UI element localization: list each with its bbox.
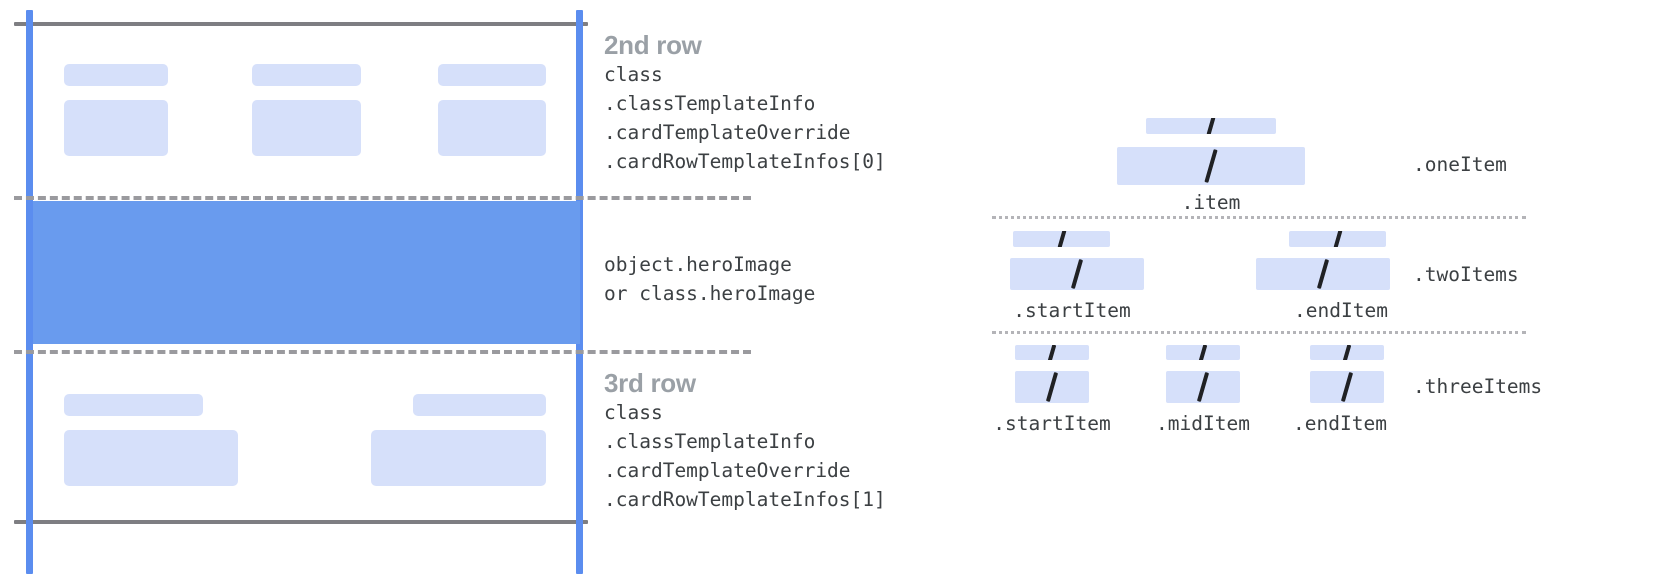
annotation-code-line: class xyxy=(604,401,663,424)
item-slot-label: .endItem xyxy=(1294,299,1388,322)
slash-glyph xyxy=(1196,372,1210,402)
item-slot-small xyxy=(1310,345,1384,360)
item-slot-label: .midItem xyxy=(1156,412,1250,435)
annotation-code-line: .cardTemplateOverride xyxy=(604,121,851,144)
variant-name-label: .twoItems xyxy=(1413,263,1519,286)
slash-glyph xyxy=(1204,149,1218,183)
annotation-second-row: 2nd row class .classTemplateInfo .cardTe… xyxy=(604,30,886,176)
slash-glyph xyxy=(1333,231,1342,247)
item-slot-small xyxy=(1146,118,1276,134)
item-slot-label: .item xyxy=(1181,191,1241,214)
card-mock xyxy=(0,0,751,584)
item-slot-large xyxy=(1256,258,1390,290)
content-chip-body xyxy=(438,100,546,156)
card-left-rail xyxy=(26,10,33,574)
annotation-code-line: .cardRowTemplateInfos[1] xyxy=(604,488,886,511)
item-slot-large xyxy=(1117,147,1305,185)
annotation-code-line: .cardTemplateOverride xyxy=(604,459,851,482)
slash-glyph xyxy=(1198,345,1208,360)
item-slot-label: .startItem xyxy=(1013,299,1131,322)
annotation-code-line: .classTemplateInfo xyxy=(604,92,816,115)
variant-divider xyxy=(992,331,1526,334)
item-slot-small xyxy=(1015,345,1089,360)
item-slot-label: .endItem xyxy=(1293,412,1387,435)
slash-glyph xyxy=(1047,345,1057,360)
item-slot-large xyxy=(1166,371,1240,403)
card-bottom-rule xyxy=(14,520,588,524)
annotation-code-line: or class.heroImage xyxy=(604,282,816,305)
item-slot-large xyxy=(1310,371,1384,403)
content-chip-label xyxy=(64,394,203,416)
annotation-code-line: .classTemplateInfo xyxy=(604,430,816,453)
content-chip-body xyxy=(371,430,546,486)
annotation-heading: 3rd row xyxy=(604,368,696,398)
content-chip-label xyxy=(438,64,546,86)
content-chip-label xyxy=(64,64,168,86)
annotation-code-line: class xyxy=(604,63,663,86)
row-divider-top xyxy=(14,196,751,200)
variant-divider xyxy=(992,216,1526,219)
slash-glyph xyxy=(1342,345,1352,360)
item-slot-label: .startItem xyxy=(993,412,1111,435)
annotation-code-line: .cardRowTemplateInfos[0] xyxy=(604,150,886,173)
content-chip-body xyxy=(64,430,238,486)
slash-glyph xyxy=(1316,259,1330,289)
variant-name-label: .threeItems xyxy=(1413,375,1543,398)
content-chip-label xyxy=(413,394,546,416)
content-chip-body xyxy=(64,100,168,156)
slash-glyph xyxy=(1340,372,1354,402)
slash-glyph xyxy=(1057,231,1066,247)
slash-glyph xyxy=(1045,372,1059,402)
annotation-third-row: 3rd row class .classTemplateInfo .cardTe… xyxy=(604,368,886,514)
hero-image-band xyxy=(33,201,580,344)
row-divider-bottom xyxy=(14,350,751,354)
item-slot-large xyxy=(1010,258,1144,290)
item-slot-small xyxy=(1166,345,1240,360)
annotation-code-line: object.heroImage xyxy=(604,253,792,276)
variant-name-label: .oneItem xyxy=(1413,153,1507,176)
content-chip-body xyxy=(252,100,361,156)
content-chip-label xyxy=(252,64,361,86)
item-slot-small xyxy=(1013,231,1110,247)
card-top-rule xyxy=(14,22,588,26)
item-slot-small xyxy=(1289,231,1386,247)
slash-glyph xyxy=(1070,259,1084,289)
item-slot-large xyxy=(1015,371,1089,403)
annotation-heading: 2nd row xyxy=(604,30,702,60)
slash-glyph xyxy=(1206,118,1216,134)
annotation-hero-image: object.heroImage or class.heroImage xyxy=(604,250,815,308)
